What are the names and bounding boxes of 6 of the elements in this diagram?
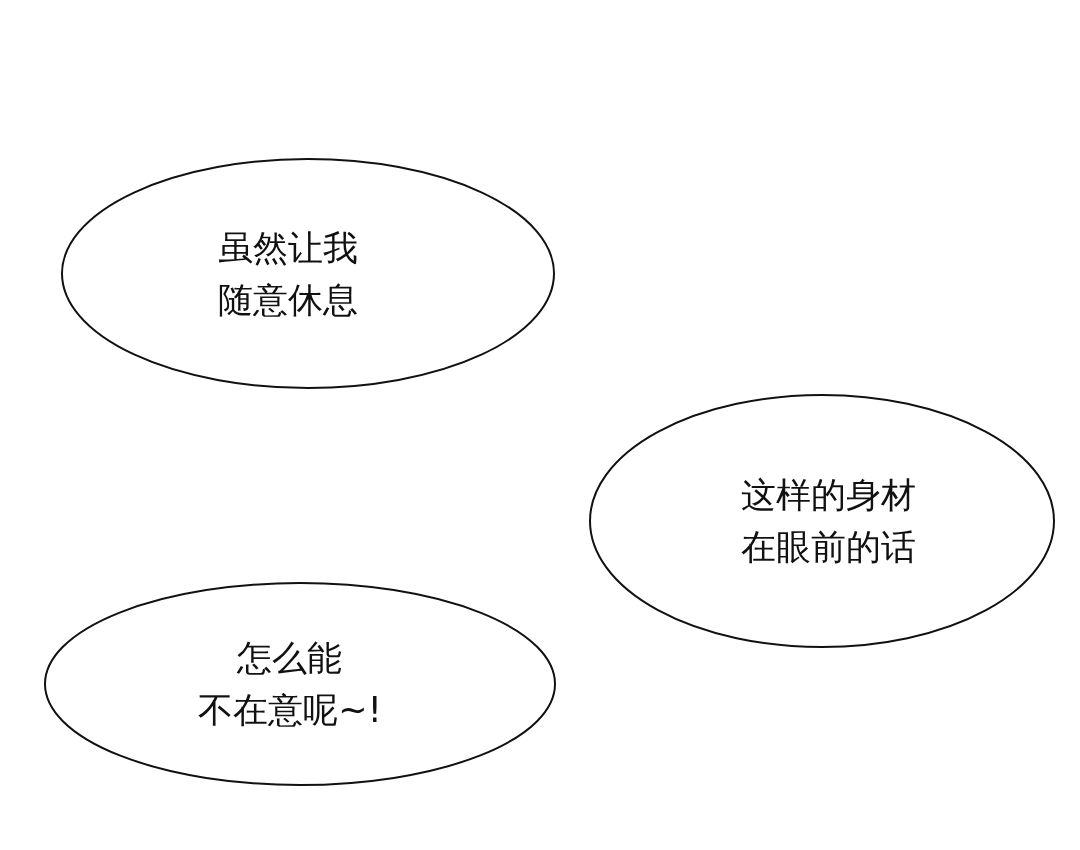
speech-text: 怎么能不在意呢~!	[198, 637, 382, 732]
speech-bubble	[44, 582, 556, 786]
speech-text: 虽然让我随意休息	[218, 226, 358, 322]
speech-text: 这样的身材在眼前的话	[740, 474, 916, 569]
speech-bubble	[589, 394, 1055, 648]
speech-bubble	[61, 158, 555, 389]
